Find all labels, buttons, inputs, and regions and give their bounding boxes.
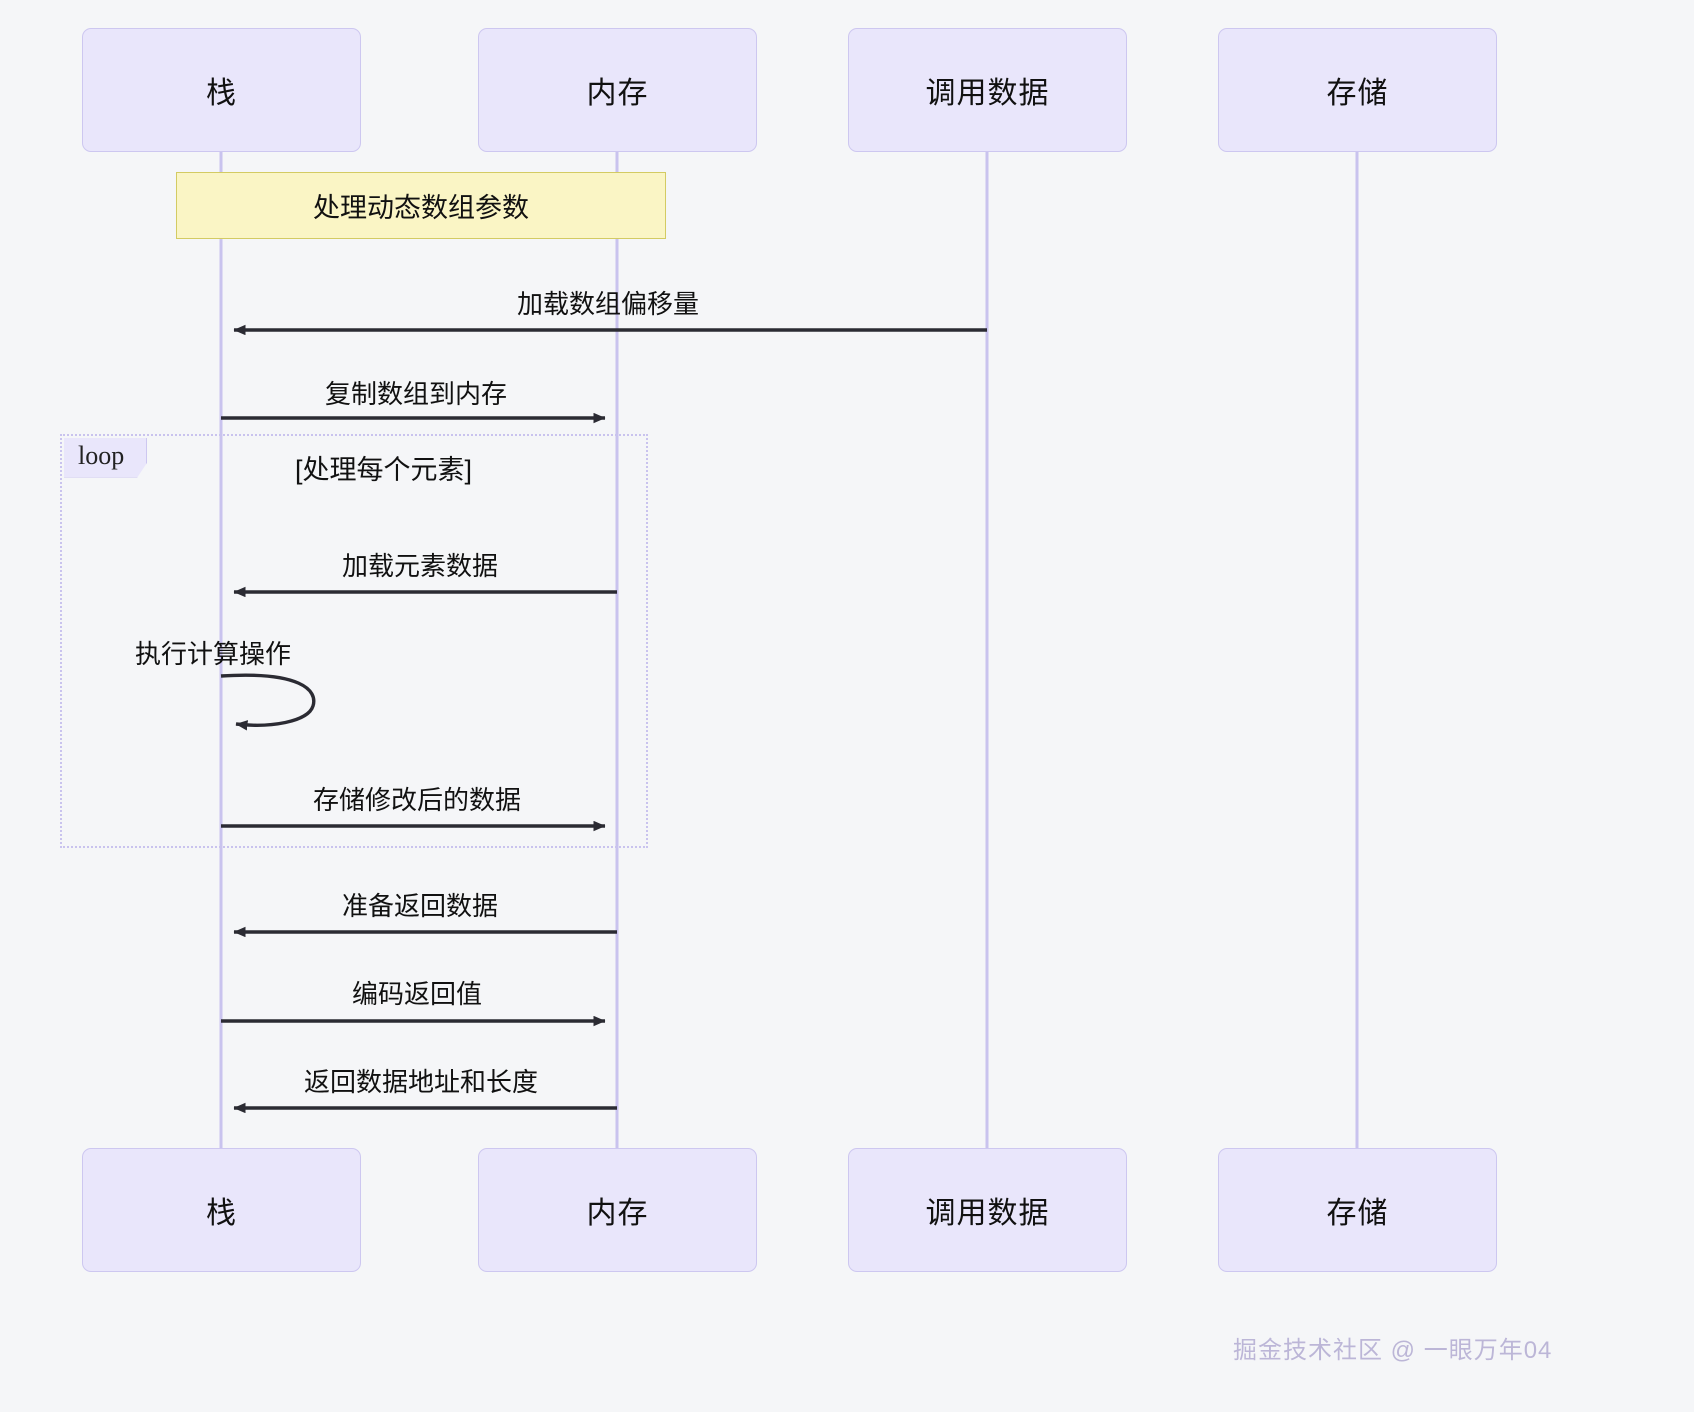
participant-label: 调用数据 — [925, 77, 1050, 110]
participant-label: 栈 — [206, 1197, 237, 1230]
participant-label: 调用数据 — [925, 1197, 1050, 1230]
note-text: 处理动态数组参数 — [313, 193, 529, 223]
participant-box-storage-top[interactable]: 存储 — [1218, 28, 1497, 152]
watermark: 掘金技术社区 @ 一眼万年04 — [1233, 1337, 1553, 1364]
participant-box-stack-bottom[interactable]: 栈 — [82, 1148, 361, 1272]
loop-fragment — [60, 434, 648, 848]
message-label-perform-computation: 执行计算操作 — [135, 639, 292, 669]
message-label-encode-return-value: 编码返回值 — [351, 979, 483, 1009]
participant-label: 内存 — [586, 1197, 649, 1230]
participant-label: 栈 — [206, 77, 237, 110]
message-label-copy-array-to-memory: 复制数组到内存 — [324, 379, 508, 409]
note-process-dynamic-array-params[interactable]: 处理动态数组参数 — [176, 172, 666, 239]
participant-label: 存储 — [1326, 1197, 1389, 1230]
participant-label: 存储 — [1326, 77, 1389, 110]
loop-fragment-tab: loop — [64, 438, 148, 478]
message-label-load-array-offset: 加载数组偏移量 — [516, 289, 700, 319]
message-label-load-element-data: 加载元素数据 — [341, 551, 499, 581]
participant-box-memory-bottom[interactable]: 内存 — [478, 1148, 757, 1272]
participant-box-storage-bottom[interactable]: 存储 — [1218, 1148, 1497, 1272]
participant-box-stack-top[interactable]: 栈 — [82, 28, 361, 152]
loop-fragment-condition: [处理每个元素] — [295, 455, 473, 485]
message-label-prepare-return-data: 准备返回数据 — [341, 891, 499, 921]
message-label-store-modified-data: 存储修改后的数据 — [312, 785, 522, 815]
participant-label: 内存 — [586, 77, 649, 110]
participant-box-call-data-bottom[interactable]: 调用数据 — [848, 1148, 1127, 1272]
participant-box-memory-top[interactable]: 内存 — [478, 28, 757, 152]
participant-box-call-data-top[interactable]: 调用数据 — [848, 28, 1127, 152]
message-label-return-address-and-length: 返回数据地址和长度 — [303, 1067, 539, 1097]
